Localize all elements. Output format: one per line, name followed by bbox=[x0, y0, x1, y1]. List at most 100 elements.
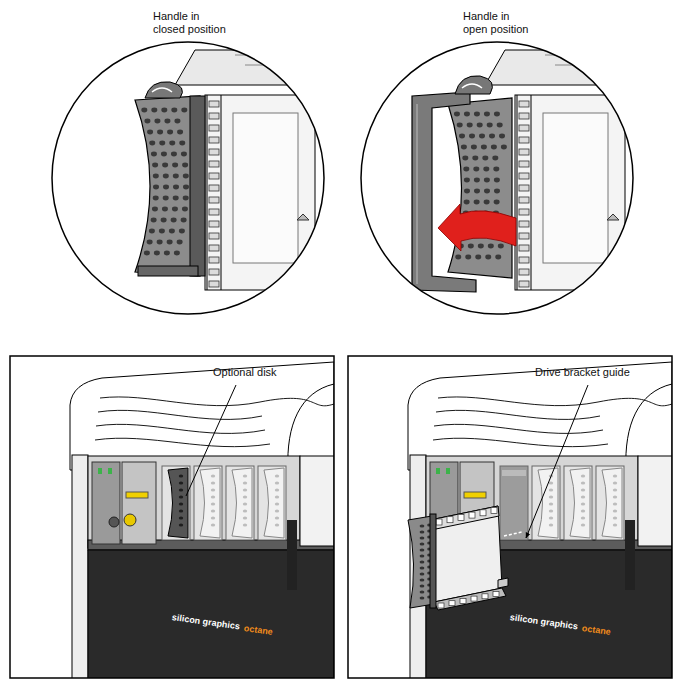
view-circle bbox=[361, 42, 633, 314]
vent-hole bbox=[144, 251, 150, 256]
vent-hole bbox=[179, 502, 183, 505]
chassis-view-part bbox=[498, 578, 508, 588]
chassis-top bbox=[70, 362, 334, 470]
vent-hole bbox=[152, 163, 158, 168]
open-handle bbox=[412, 92, 476, 292]
chassis-view-part bbox=[420, 524, 425, 527]
vent-hole bbox=[492, 156, 498, 161]
vent-hole bbox=[162, 207, 168, 212]
cover-contour bbox=[95, 438, 270, 446]
vent-hole bbox=[163, 185, 169, 190]
rail-rung bbox=[519, 221, 529, 227]
cover-contour bbox=[98, 410, 262, 419]
vent-hole bbox=[464, 112, 470, 117]
vent-hole bbox=[478, 244, 484, 249]
vent-hole bbox=[181, 152, 187, 157]
vent-hole bbox=[613, 516, 617, 519]
vent-hole bbox=[161, 152, 167, 157]
vent-hole bbox=[159, 141, 165, 146]
pulled-drive bbox=[430, 506, 502, 602]
vent-hole bbox=[484, 189, 490, 194]
vent-hole bbox=[172, 207, 178, 212]
callout-label: Handle in open position bbox=[463, 10, 532, 36]
vent-hole bbox=[181, 218, 187, 223]
drive-panel bbox=[543, 113, 608, 263]
vent-hole bbox=[485, 255, 491, 260]
vent-hole bbox=[162, 163, 168, 168]
rail-rung bbox=[209, 137, 219, 143]
vent-hole bbox=[157, 240, 163, 245]
chassis-view-part bbox=[502, 470, 526, 476]
vent-hole bbox=[487, 123, 493, 128]
chassis-view-part bbox=[72, 455, 88, 678]
closed-handle-view-part bbox=[245, 65, 345, 66]
vent-hole bbox=[179, 523, 183, 526]
vent-hole bbox=[462, 156, 468, 161]
rail-rung bbox=[209, 269, 219, 275]
chassis-view-part bbox=[300, 456, 334, 546]
vent-hole bbox=[494, 189, 500, 194]
vent-hole bbox=[474, 189, 480, 194]
vent-hole bbox=[581, 523, 585, 526]
chassis-view-part bbox=[493, 592, 499, 597]
vent-hole bbox=[243, 523, 247, 526]
vent-hole bbox=[177, 130, 183, 135]
vent-hole bbox=[549, 516, 553, 519]
chassis-view-part bbox=[420, 554, 425, 557]
drive-bay bbox=[226, 466, 254, 540]
vent-hole bbox=[173, 196, 179, 201]
chassis-top bbox=[408, 362, 672, 470]
vent-hole bbox=[613, 523, 617, 526]
vent-hole bbox=[163, 174, 169, 179]
vent-hole bbox=[153, 174, 159, 179]
rail-rung bbox=[519, 137, 529, 143]
vent-hole bbox=[498, 244, 504, 249]
drive-panel bbox=[233, 113, 298, 263]
rail-rung bbox=[519, 257, 529, 263]
vent-hole bbox=[581, 516, 585, 519]
chassis-view-part bbox=[420, 536, 425, 539]
closed-handle-view-part bbox=[221, 95, 222, 290]
vent-hole bbox=[477, 123, 483, 128]
callout-label: Drive bracket guide bbox=[535, 366, 630, 379]
rail-rung bbox=[519, 197, 529, 203]
vent-hole bbox=[243, 495, 247, 498]
button bbox=[464, 492, 486, 498]
vent-hole bbox=[211, 474, 215, 477]
leader-line bbox=[526, 385, 588, 538]
open-handle-view-part bbox=[545, 55, 655, 56]
vent-hole bbox=[484, 112, 490, 117]
vent-hole bbox=[149, 229, 155, 234]
vent-hole bbox=[464, 200, 470, 205]
chassis-view-part bbox=[430, 506, 499, 530]
side-slot bbox=[625, 520, 635, 590]
chassis-view-part bbox=[434, 588, 506, 610]
open-handle-view-part bbox=[555, 65, 655, 66]
vent-hole bbox=[179, 229, 185, 234]
chassis-view-part bbox=[109, 517, 119, 527]
vent-hole bbox=[488, 244, 494, 249]
vent-hole bbox=[164, 251, 170, 256]
cover-contour bbox=[100, 397, 334, 406]
rail-rung bbox=[519, 269, 529, 275]
open-handle-view bbox=[350, 30, 665, 330]
vent-hole bbox=[489, 134, 495, 139]
vent-hole bbox=[149, 141, 155, 146]
rail-rung bbox=[519, 245, 529, 251]
vent-hole bbox=[457, 123, 463, 128]
vent-hole bbox=[499, 134, 505, 139]
vent-hole bbox=[471, 145, 477, 150]
vent-hole bbox=[211, 509, 215, 512]
drive-bay bbox=[564, 466, 592, 540]
vent-hole bbox=[211, 495, 215, 498]
chassis-view-part bbox=[122, 462, 156, 544]
drive-bay bbox=[194, 466, 222, 540]
leader-line bbox=[186, 385, 236, 496]
latch bbox=[145, 82, 182, 98]
vent-hole bbox=[493, 167, 499, 172]
drive-body bbox=[515, 95, 625, 290]
rail-rung bbox=[209, 209, 219, 215]
vent-hole bbox=[494, 112, 500, 117]
latch bbox=[455, 76, 492, 94]
chassis-view-part bbox=[420, 542, 425, 545]
